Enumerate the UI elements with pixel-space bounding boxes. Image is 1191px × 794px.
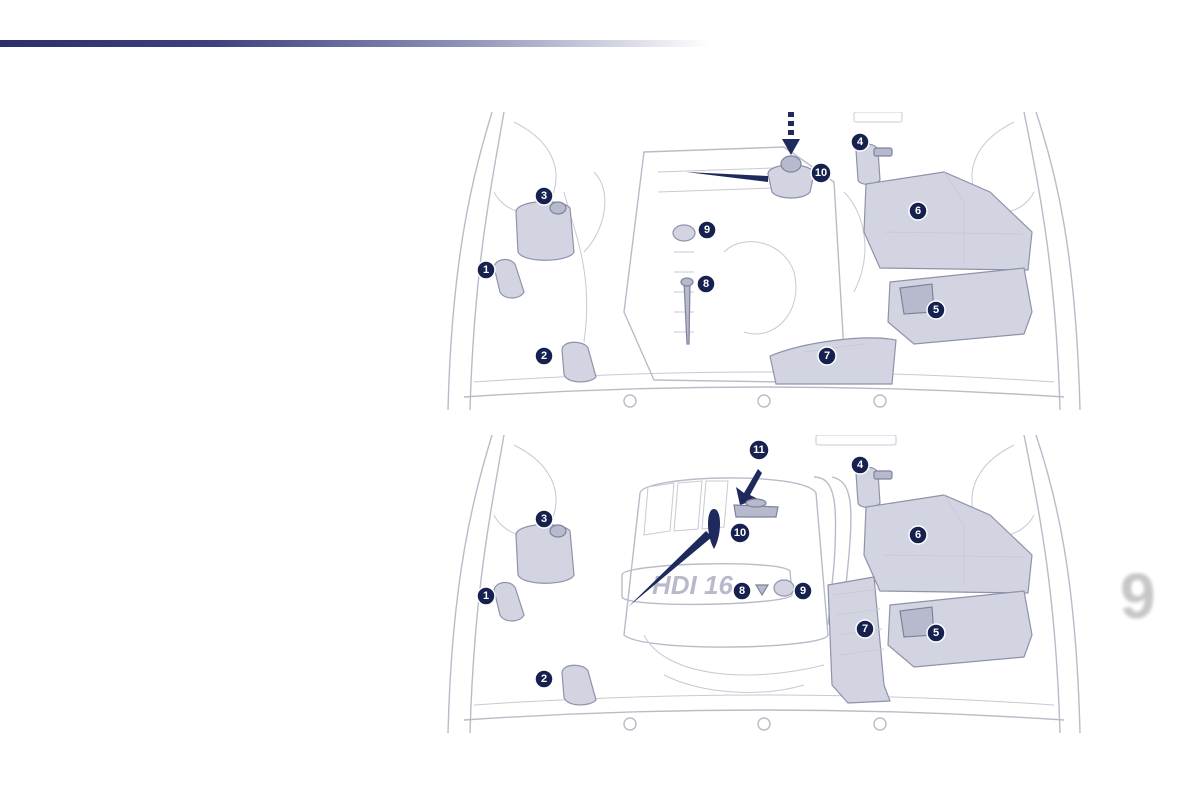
marker-4: 4 — [851, 133, 869, 151]
marker-3: 3 — [535, 187, 553, 205]
marker-10: 10 — [811, 163, 831, 183]
marker-4: 4 — [851, 456, 869, 474]
marker-8: 8 — [733, 582, 751, 600]
marker-9: 9 — [794, 582, 812, 600]
marker-7: 7 — [818, 347, 836, 365]
chapter-number: 9 — [1120, 556, 1180, 636]
engine-bay-diagram-petrol: 1 2 3 4 5 6 7 8 9 10 — [444, 112, 1084, 412]
marker-2: 2 — [535, 347, 553, 365]
engine-bay-diagram-diesel: HDI 16 1 2 3 4 5 6 7 8 9 10 11 — [444, 435, 1084, 735]
svg-text:9: 9 — [800, 585, 806, 597]
marker-3: 3 — [535, 510, 553, 528]
svg-text:11: 11 — [753, 444, 765, 456]
svg-text:3: 3 — [541, 513, 547, 525]
svg-text:4: 4 — [857, 136, 864, 148]
marker-9: 9 — [698, 221, 716, 239]
svg-text:5: 5 — [933, 627, 939, 639]
engine-bay-illustration: HDI 16 1 2 3 4 5 6 7 8 9 10 11 — [444, 435, 1084, 735]
marker-6: 6 — [909, 202, 927, 220]
svg-text:10: 10 — [815, 167, 827, 179]
svg-text:3: 3 — [541, 190, 547, 202]
marker-1: 1 — [477, 261, 495, 279]
svg-text:1: 1 — [483, 264, 489, 276]
engine-bay-illustration: 1 2 3 4 5 6 7 8 9 10 — [444, 112, 1084, 412]
marker-6: 6 — [909, 526, 927, 544]
svg-text:5: 5 — [933, 304, 939, 316]
marker-2: 2 — [535, 670, 553, 688]
marker-8: 8 — [697, 275, 715, 293]
marker-5: 5 — [927, 301, 945, 319]
svg-text:6: 6 — [915, 205, 921, 217]
svg-text:10: 10 — [734, 527, 746, 539]
marker-11: 11 — [749, 440, 769, 460]
header-accent-bar — [0, 40, 710, 47]
svg-text:4: 4 — [857, 459, 864, 471]
svg-text:6: 6 — [915, 529, 921, 541]
svg-text:2: 2 — [541, 673, 547, 685]
marker-5: 5 — [927, 624, 945, 642]
svg-text:7: 7 — [824, 350, 830, 362]
svg-text:1: 1 — [483, 590, 489, 602]
svg-text:8: 8 — [739, 585, 745, 597]
marker-1: 1 — [477, 587, 495, 605]
marker-7: 7 — [856, 620, 874, 638]
marker-10: 10 — [730, 523, 750, 543]
svg-text:9: 9 — [704, 224, 710, 236]
svg-text:8: 8 — [703, 278, 709, 290]
svg-text:2: 2 — [541, 350, 547, 362]
svg-text:7: 7 — [862, 623, 868, 635]
